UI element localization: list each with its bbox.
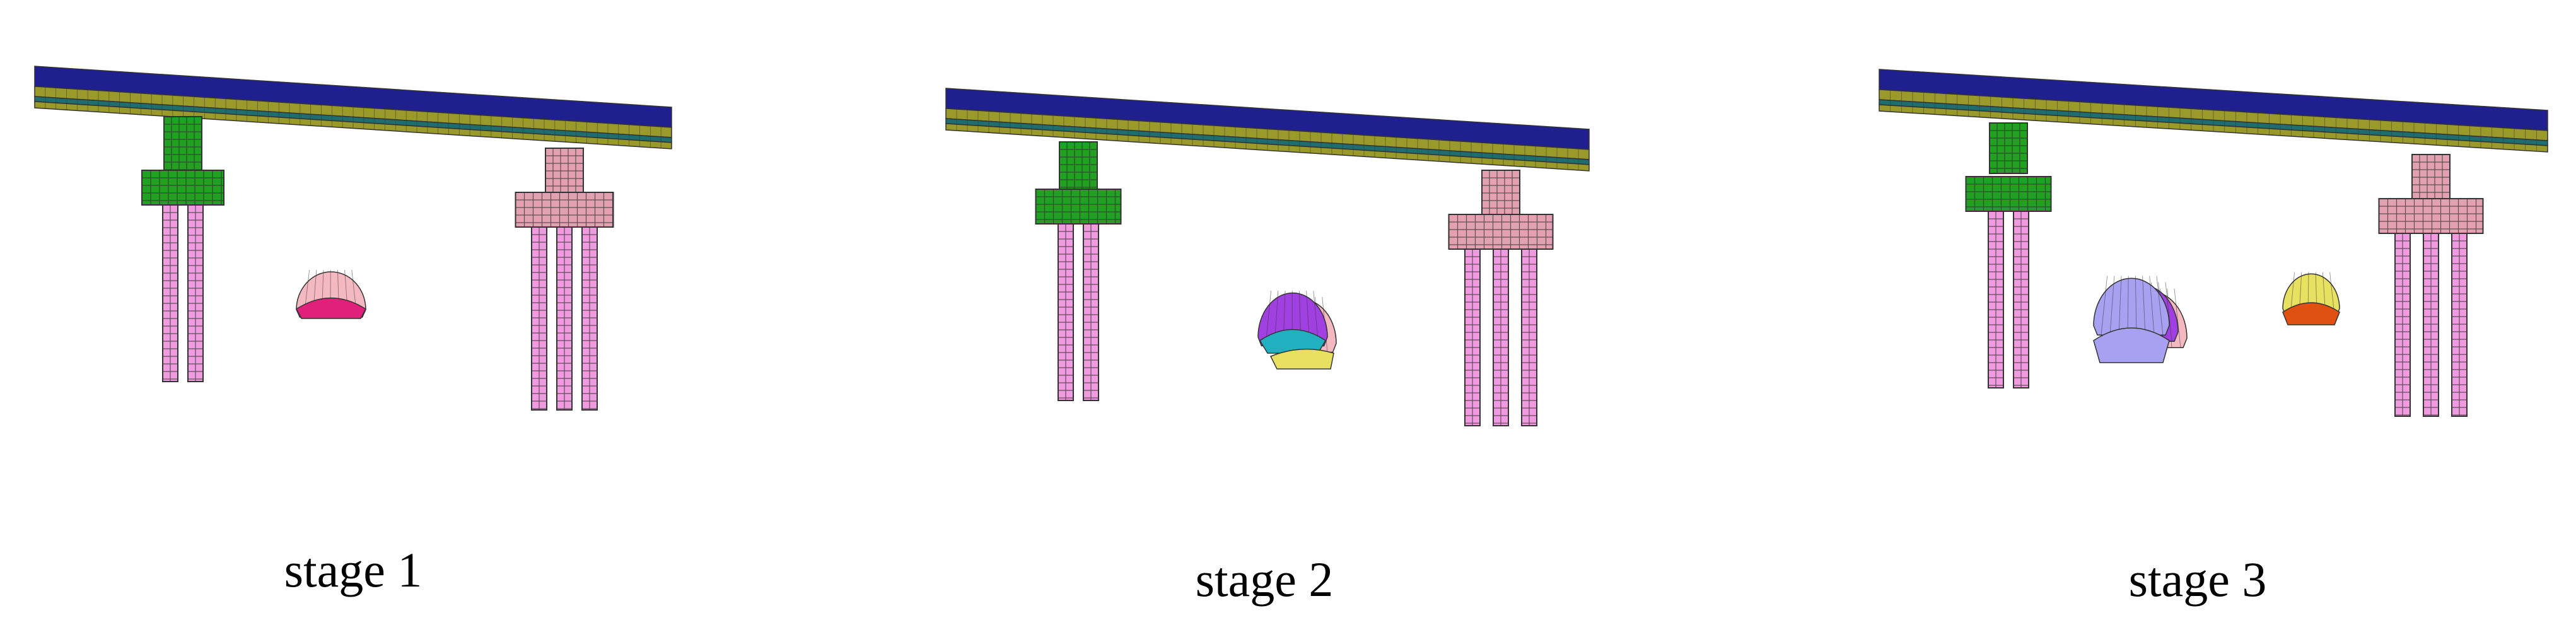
right-pier-pile-1 <box>2394 233 2411 417</box>
right-pier <box>1448 170 1554 426</box>
bridge-deck <box>34 66 672 149</box>
right-pier-pile-1 <box>1464 248 1481 426</box>
left-pier-pile-2 <box>2013 211 2029 388</box>
right-pier <box>2378 154 2484 417</box>
left-pier-column <box>163 116 202 174</box>
stage-1-model <box>34 66 672 411</box>
tunnel-3-face <box>2093 327 2170 363</box>
bridge-deck <box>1879 69 2548 153</box>
right-pier <box>515 148 614 411</box>
left-pier-pile-1 <box>162 204 178 382</box>
right-pier-pile-2 <box>2423 233 2439 417</box>
stage-3-panel: stage 3 <box>1848 0 2576 625</box>
right-pier-column <box>2411 154 2451 202</box>
left-pier <box>141 116 224 382</box>
right-pier-pile-2 <box>556 226 573 411</box>
left-pier-pile-2 <box>187 204 204 382</box>
right-pier-pile-3 <box>1521 248 1537 426</box>
tunnel-2-lower <box>1269 348 1334 370</box>
right-pier-pile-3 <box>2451 233 2468 417</box>
right-pier-pile-cap <box>1448 214 1554 250</box>
left-pier-pile-1 <box>1058 223 1074 401</box>
left-pier <box>1965 122 2052 388</box>
right-pier-column <box>1481 170 1520 218</box>
bridge-deck <box>945 88 1590 172</box>
tunnel-2-face <box>1259 329 1327 354</box>
right-pier-pile-1 <box>531 226 547 411</box>
right-pier-pile-cap <box>2378 198 2484 234</box>
left-pier-pile-1 <box>1988 211 2004 388</box>
left-pier-pile-cap <box>1965 176 2052 212</box>
stage-2-model <box>945 88 1590 426</box>
left-pier-column <box>1989 122 2028 174</box>
left-pier-pile-cap <box>141 170 224 206</box>
stage-1-panel: stage 1 <box>0 0 694 625</box>
tunnel-right-face <box>2282 302 2340 325</box>
left-pier-column <box>1059 141 1098 190</box>
left-pier-pile-2 <box>1083 223 1099 401</box>
left-pier-pile-cap <box>1035 189 1122 225</box>
stage-2-panel: stage 2 <box>914 0 1640 625</box>
stage-3-caption: stage 3 <box>2128 552 2267 607</box>
stage-2-caption: stage 2 <box>1195 552 1334 607</box>
tunnel-1-face <box>296 297 366 319</box>
stage-3-model <box>1879 69 2548 417</box>
right-pier-pile-3 <box>581 226 598 411</box>
left-pier <box>1035 141 1122 401</box>
tunnel-segment-3 <box>2093 276 2188 348</box>
stage-1-caption: stage 1 <box>284 542 423 597</box>
right-pier-column <box>545 148 584 199</box>
right-pier-pile-cap <box>515 192 614 228</box>
right-pier-pile-2 <box>1493 248 1509 426</box>
tunnel-segment-3-ring-1 <box>2093 277 2170 336</box>
